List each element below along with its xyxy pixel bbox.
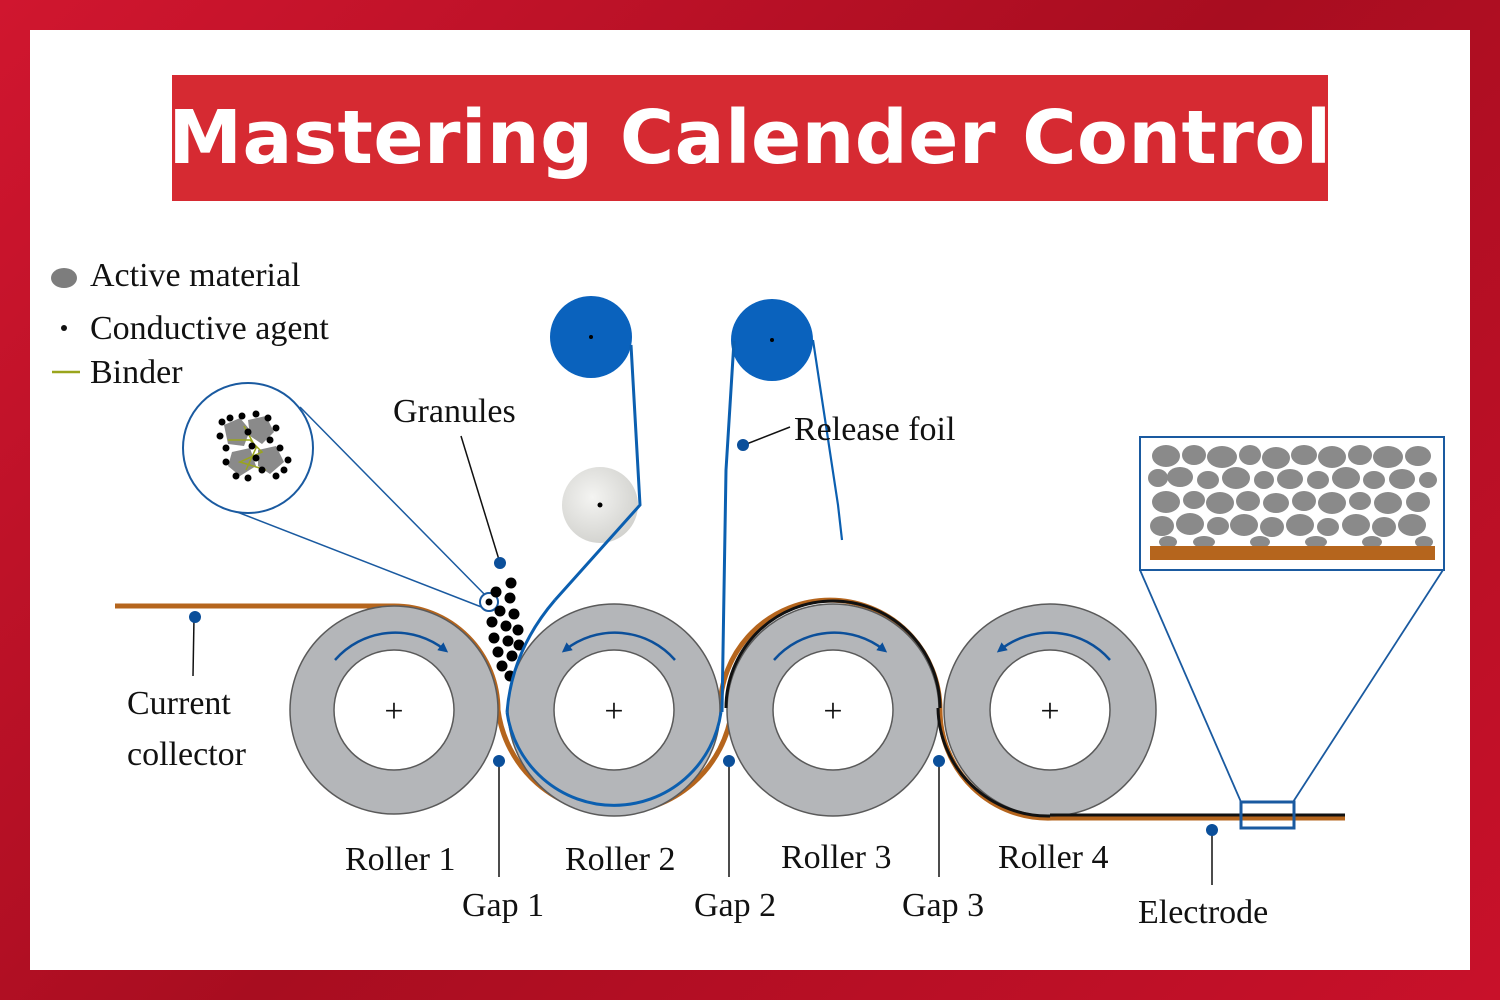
title-banner: Mastering Calender Control	[168, 75, 1331, 201]
conductive-agent-icon	[61, 325, 67, 331]
electrode-sample-box	[1239, 800, 1296, 830]
label-granules: Granules	[393, 393, 516, 430]
roller-4: +	[943, 603, 1157, 817]
roller-2: +	[507, 603, 721, 817]
label-gap-3: Gap 3	[902, 887, 984, 924]
active-material-icon	[51, 268, 77, 288]
release-foil-pointer-dot-icon	[737, 439, 749, 451]
current-collector-pointer-dot-icon	[189, 611, 201, 623]
granules-pointer-dot-icon	[494, 557, 506, 569]
label-current-collector-line1: Current	[127, 685, 231, 722]
label-roller-4: Roller 4	[998, 839, 1108, 876]
page-title: Mastering Calender Control	[168, 95, 1332, 181]
gap-3-pointer-dot-icon	[933, 755, 945, 767]
label-current-collector-line2: collector	[127, 736, 247, 773]
release-foil-path	[505, 339, 844, 807]
label-roller-2: Roller 2	[565, 841, 675, 878]
label-roller-1: Roller 1	[345, 841, 455, 878]
granule-cluster-icon	[216, 410, 292, 482]
roller-2-rotation-arrow-icon	[561, 631, 676, 661]
roller-3-rotation-arrow-icon	[773, 631, 888, 661]
cross-section-collector-layer	[1150, 546, 1435, 560]
release-foil-spools	[550, 296, 813, 543]
roller-3-center: +	[823, 693, 842, 730]
gap-1-pointer-dot-icon	[493, 755, 505, 767]
callout-pointers	[189, 426, 1218, 885]
label-roller-3: Roller 3	[781, 839, 891, 876]
magnifier-circle	[182, 382, 314, 514]
legend-binder: Binder	[90, 354, 183, 391]
electrode-coating-path	[724, 599, 1345, 818]
electrode-cross-section	[1139, 436, 1445, 830]
label-release-foil: Release foil	[794, 411, 955, 448]
legend-active-material: Active material	[90, 257, 301, 294]
label-gap-2: Gap 2	[694, 887, 776, 924]
roller-2-center: +	[604, 693, 623, 730]
label-electrode: Electrode	[1138, 894, 1268, 931]
roller-1: +	[289, 605, 499, 815]
legend: Active material Conductive agent Binder	[51, 257, 329, 391]
label-gap-1: Gap 1	[462, 887, 544, 924]
roller-4-center: +	[1040, 693, 1059, 730]
roller-1-center: +	[384, 693, 403, 730]
roller-3: +	[726, 603, 940, 817]
roller-1-rotation-arrow-icon	[334, 631, 449, 661]
electrode-pointer-dot-icon	[1206, 824, 1218, 836]
granule-magnifier	[182, 382, 499, 612]
diagram-labels: Granules Release foil Current collector …	[127, 393, 1268, 931]
legend-conductive-agent: Conductive agent	[90, 310, 329, 347]
roller-4-rotation-arrow-icon	[996, 631, 1111, 661]
gap-2-pointer-dot-icon	[723, 755, 735, 767]
